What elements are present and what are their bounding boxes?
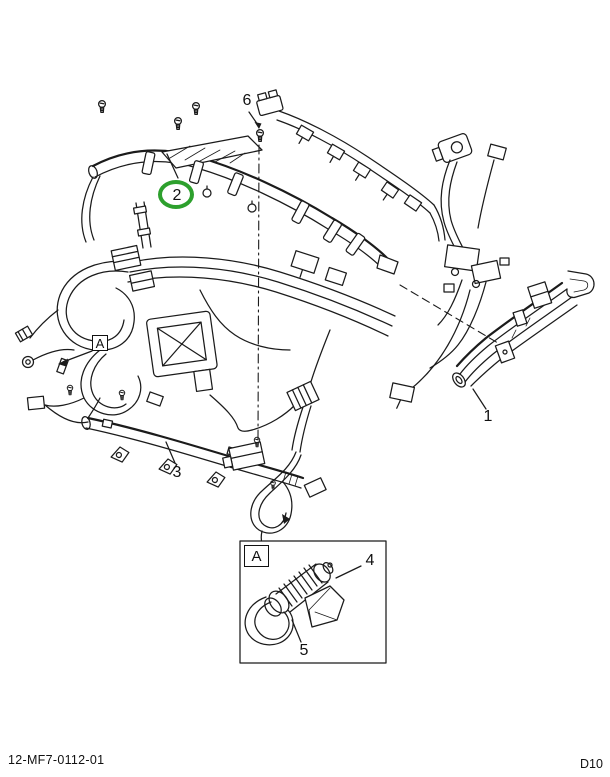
detail-inset-art (239, 540, 387, 664)
callout-3: 3 (172, 464, 182, 481)
center-wires-art (209, 380, 416, 563)
center-connector-art (66, 310, 218, 407)
callout-5: 5 (299, 642, 309, 659)
doc-number: 12-MF7-0112-01 (8, 753, 105, 767)
sensor-cluster-art (411, 133, 510, 389)
highlight-oval (158, 180, 194, 209)
top-rail-art (81, 135, 399, 275)
page-code: D10 (580, 757, 603, 771)
callout-1: 1 (483, 408, 493, 425)
detail-inset-title-box: A (244, 545, 269, 567)
bottom-rail-art (81, 416, 327, 498)
callout-6: 6 (242, 92, 252, 109)
right-rail-art (452, 270, 595, 388)
callout-2: 2 (172, 187, 182, 204)
main-trunk-art (14, 244, 396, 424)
reference-dashed-lines (257, 144, 499, 441)
detail-ref-label: A (95, 335, 105, 351)
callout-4: 4 (365, 552, 375, 569)
injector-branch-art (256, 89, 446, 242)
detail-inset-label: A (251, 547, 262, 565)
detail-ref-box: A (92, 335, 108, 351)
callout-leaders (58, 111, 487, 464)
